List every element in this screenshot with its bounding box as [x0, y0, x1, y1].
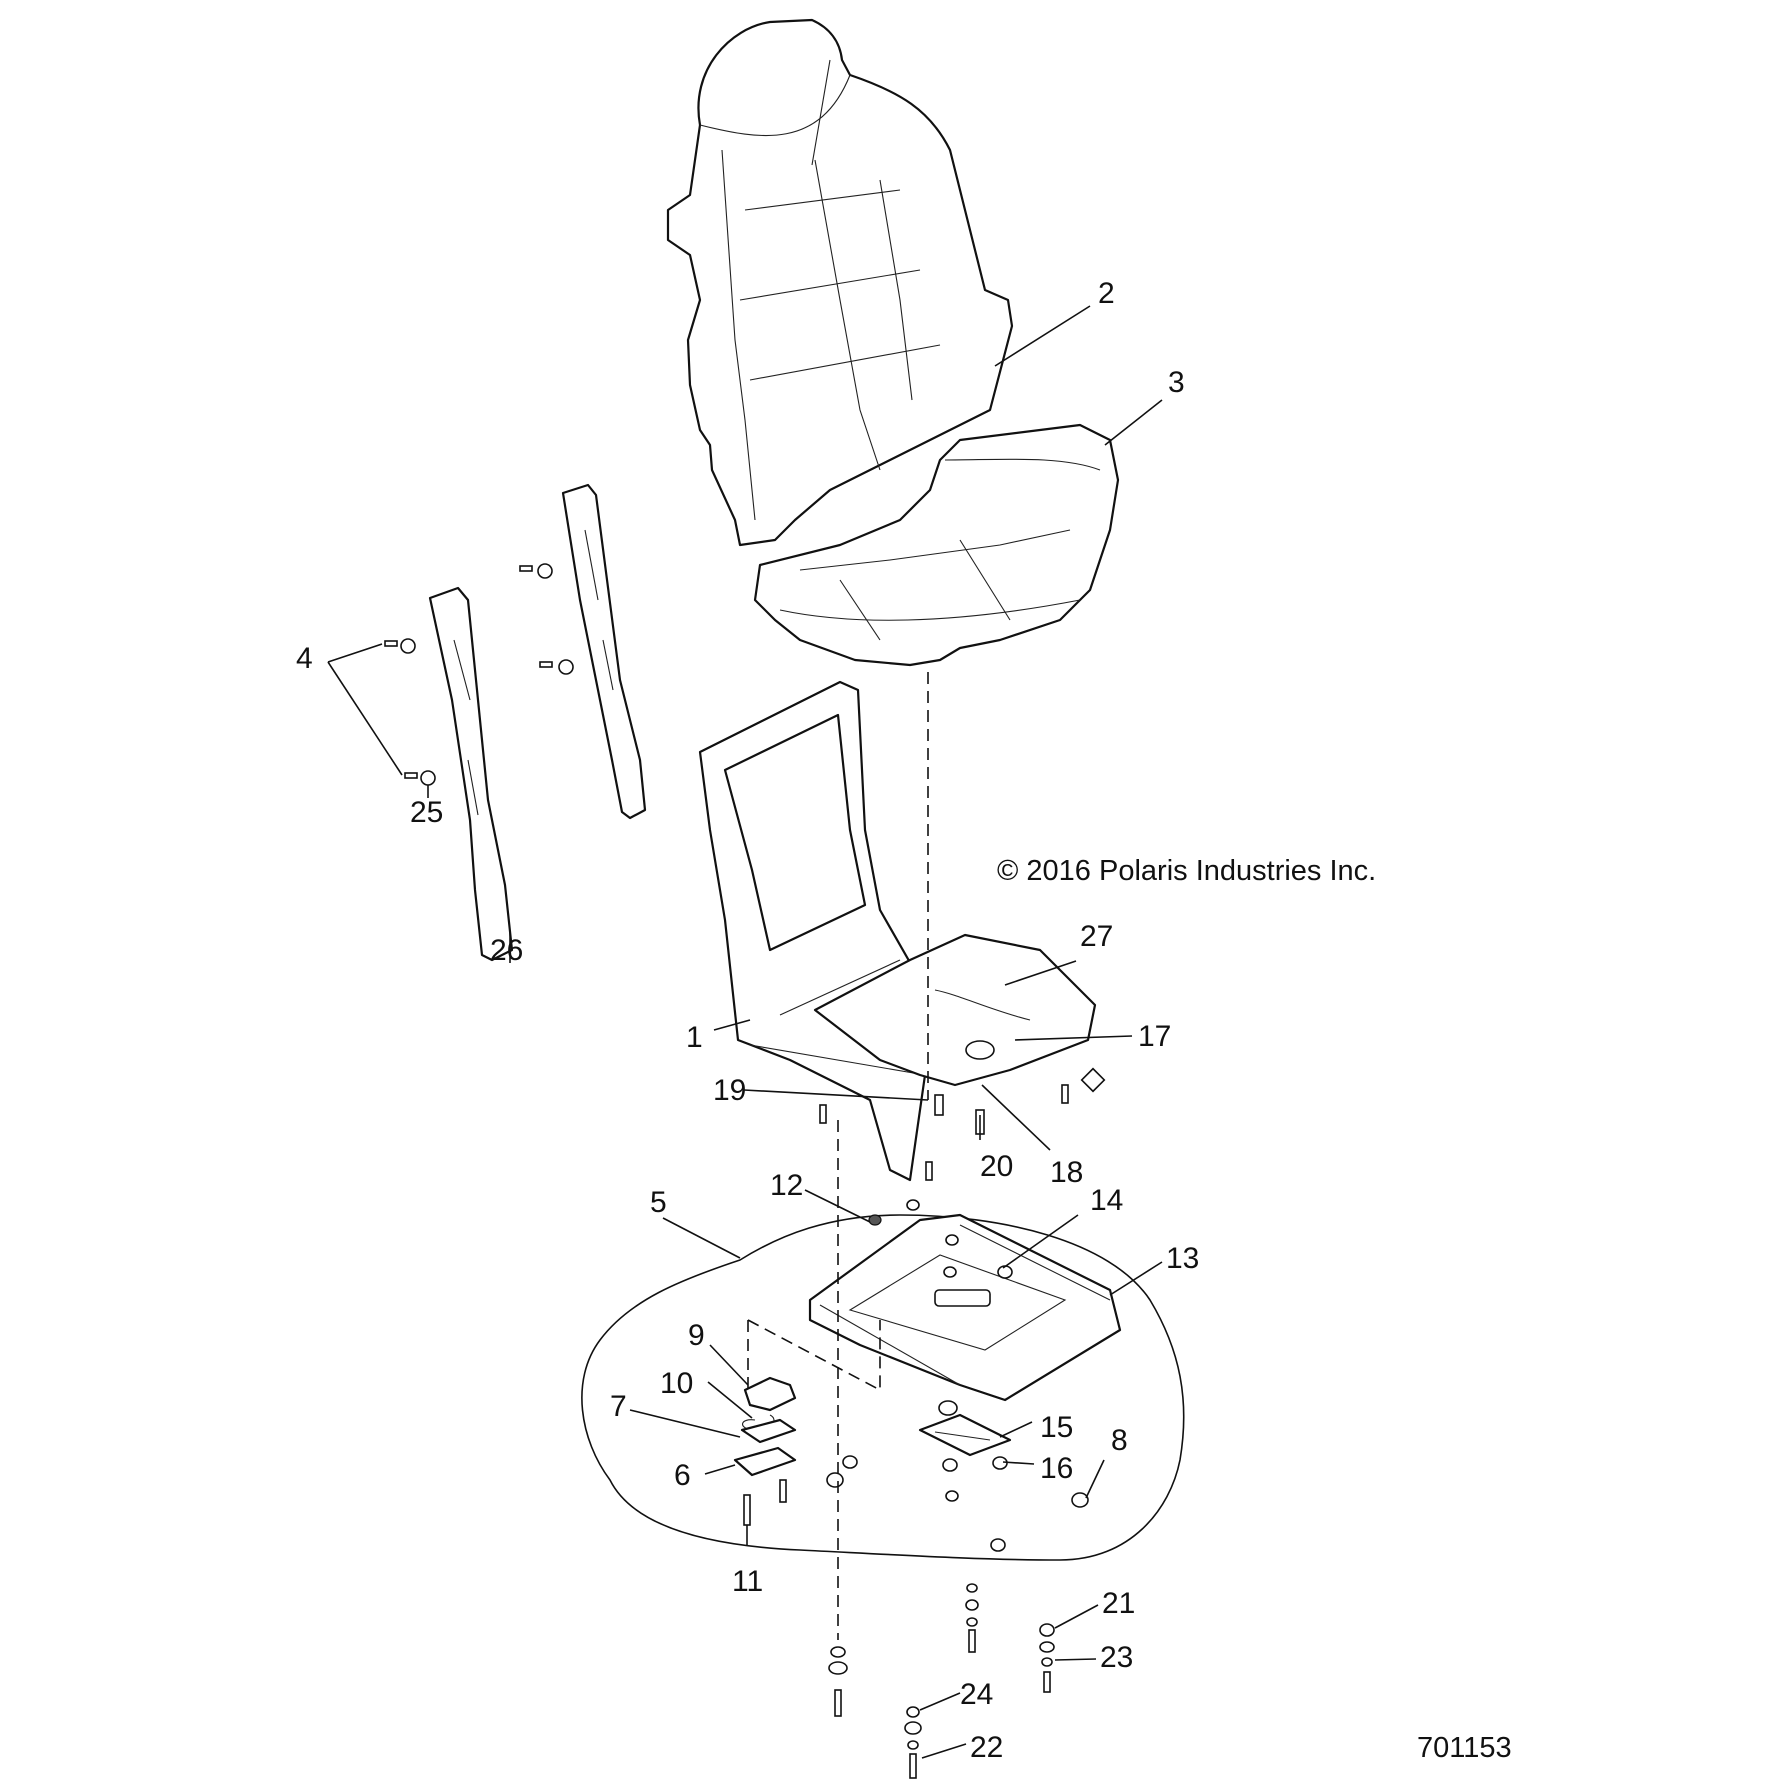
adjuster-plate — [918, 1413, 1012, 1457]
side-bracket-right — [561, 483, 647, 820]
callout-18: 18 — [1050, 1156, 1083, 1189]
callout-1: 1 — [686, 1021, 703, 1054]
callout-19: 19 — [713, 1074, 746, 1107]
callout-9: 9 — [688, 1319, 705, 1352]
callout-3: 3 — [1168, 366, 1185, 399]
seat-frame — [698, 680, 927, 1182]
callout-labels: 2 3 4 25 26 27 1 17 19 20 18 5 12 14 13 … — [296, 277, 1199, 1764]
latch-plate — [740, 1418, 797, 1444]
callout-20: 20 — [980, 1150, 1013, 1183]
mount-plate — [733, 1446, 797, 1477]
callout-26: 26 — [490, 934, 523, 967]
callout-15: 15 — [1040, 1411, 1073, 1444]
callout-5: 5 — [650, 1186, 667, 1219]
seat-backrest — [666, 18, 1014, 547]
callout-17: 17 — [1138, 1020, 1171, 1053]
side-bracket-left — [428, 586, 514, 962]
callout-12: 12 — [770, 1169, 803, 1202]
copyright-notice: © 2016 Polaris Industries Inc. — [997, 855, 1376, 887]
slide-rail — [808, 1213, 1122, 1402]
latch-handle — [743, 1376, 797, 1412]
callout-7: 7 — [610, 1390, 627, 1423]
callout-4: 4 — [296, 642, 313, 675]
callout-25: 25 — [410, 796, 443, 829]
callout-27: 27 — [1080, 920, 1113, 953]
drawing-number: 701153 — [1417, 1732, 1512, 1764]
callout-6: 6 — [674, 1459, 691, 1492]
leader-lines — [327, 305, 1163, 1759]
callout-21: 21 — [1102, 1587, 1135, 1620]
callout-14: 14 — [1090, 1184, 1123, 1217]
callout-2: 2 — [1098, 277, 1115, 310]
callout-24: 24 — [960, 1678, 993, 1711]
callout-13: 13 — [1166, 1242, 1199, 1275]
callout-23: 23 — [1100, 1641, 1133, 1674]
seat-pan — [813, 933, 1106, 1093]
seat-bottom-cushion — [753, 423, 1120, 667]
callout-22: 22 — [970, 1731, 1003, 1764]
assembly-5-boundary — [581, 1214, 1185, 1561]
callout-8: 8 — [1111, 1424, 1128, 1457]
callout-16: 16 — [1040, 1452, 1073, 1485]
callout-11: 11 — [732, 1565, 763, 1598]
callout-10: 10 — [660, 1367, 693, 1400]
